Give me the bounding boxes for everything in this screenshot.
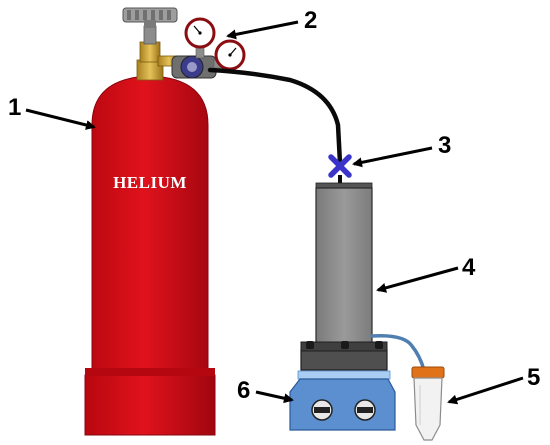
callout-label-5: 5 [527, 364, 540, 391]
shutoff-valve-icon [328, 154, 352, 178]
pressure-gauge-icon [214, 39, 246, 71]
cylinder-valve [136, 25, 181, 81]
stirrer-base [289, 370, 396, 431]
collection-tube [411, 366, 445, 441]
callout-label-6: 6 [237, 377, 250, 404]
callout-arrow-1 [25, 108, 96, 130]
callout-arrow-6 [255, 390, 294, 404]
gas-hose [207, 67, 343, 166]
valve-handwheel-icon [122, 7, 178, 28]
callout-label-1: 1 [8, 94, 21, 121]
helium-cylinder [84, 75, 216, 436]
callout-label-4: 4 [462, 254, 476, 281]
knob-icon [354, 399, 376, 421]
callout-arrow-4 [376, 266, 459, 293]
cylinder-label: HELIUM [113, 173, 187, 192]
knob-icon [311, 399, 333, 421]
callout-arrow-5 [447, 376, 524, 405]
column-base-plate [300, 341, 388, 371]
callout-arrow-2 [226, 20, 299, 40]
callout-arrow-3 [352, 146, 433, 168]
pressure-gauge-icon [184, 17, 216, 49]
extraction-column [315, 182, 373, 349]
outlet-tube [370, 333, 426, 372]
callout-label-2: 2 [304, 7, 317, 34]
callout-label-3: 3 [438, 132, 451, 159]
